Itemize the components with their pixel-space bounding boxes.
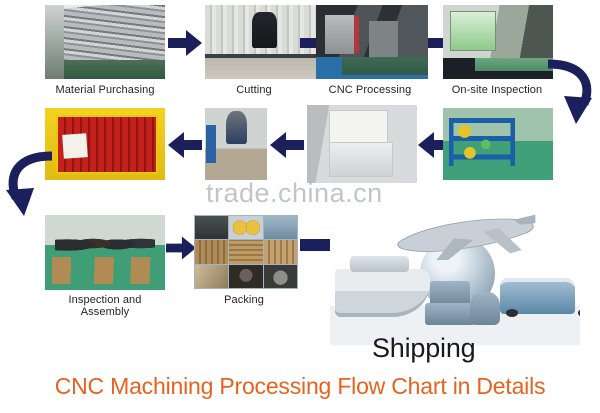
flow-step-small-parts-on-paper — [307, 105, 417, 183]
caption-on-site-inspection: On-site Inspection — [451, 84, 543, 96]
packing-tile — [195, 240, 229, 264]
luggage-graphic — [425, 303, 475, 326]
small-parts-photo — [307, 105, 417, 183]
caption-cnc-processing: CNC Processing — [328, 84, 412, 96]
caption-material-purchasing: Material Purchasing — [55, 84, 155, 96]
flow-step-cnc-processing — [316, 5, 428, 79]
caption-shipping: Shipping — [372, 333, 476, 363]
packing-tile — [263, 264, 297, 288]
bus-graphic — [500, 277, 575, 318]
flow-step-blue-storage-racks — [443, 108, 553, 180]
caption-packing: Packing — [224, 294, 264, 306]
caption-inspection-and-assembly: Inspection and Assembly — [68, 294, 142, 318]
arrow-right-material-to-cutting — [168, 30, 202, 56]
shipping-photo — [330, 205, 580, 345]
page-title: CNC Machining Processing Flow Chart in D… — [54, 373, 546, 399]
arrow-curve-down-onsite-to-racks — [540, 58, 598, 130]
arrow-left-hoist-to-crate — [168, 132, 202, 158]
flow-step-overhead-hoist-handling — [205, 108, 267, 180]
on-site-inspection-photo — [443, 5, 553, 79]
caption-cutting: Cutting — [236, 84, 272, 96]
flow-step-packing — [194, 215, 298, 289]
crate-of-red-parts-photo — [45, 108, 165, 180]
packing-tile — [229, 264, 263, 288]
overhead-hoist-photo — [205, 108, 267, 180]
packing-tile — [229, 240, 263, 264]
flow-step-cutting — [205, 5, 317, 79]
flow-step-on-site-inspection — [443, 5, 553, 79]
inspection-assembly-photo — [45, 215, 165, 290]
packing-tile — [263, 216, 297, 240]
blue-storage-racks-photo — [443, 108, 553, 180]
arrow-left-parts-to-hoist — [270, 132, 304, 158]
arrow-right-assembly-to-packing — [166, 235, 196, 261]
flow-step-material-purchasing — [45, 5, 165, 79]
packing-tile — [263, 240, 297, 264]
cutting-photo — [205, 5, 317, 79]
arrow-left-racks-to-parts — [418, 132, 452, 158]
packing-tile — [195, 216, 229, 240]
material-purchasing-photo — [45, 5, 165, 79]
flow-step-inspection-and-assembly — [45, 215, 165, 290]
arrow-curve-down-crate-to-assembly — [2, 150, 60, 228]
handbag-graphic — [470, 291, 500, 326]
flow-step-crate-of-red-parts — [45, 108, 165, 180]
cnc-processing-photo — [316, 5, 428, 79]
luggage-graphic — [430, 280, 470, 306]
airplane-graphic — [390, 213, 545, 272]
cruise-ship-graphic — [335, 256, 430, 317]
packing-tile — [229, 216, 263, 240]
packing-tile — [195, 264, 229, 288]
